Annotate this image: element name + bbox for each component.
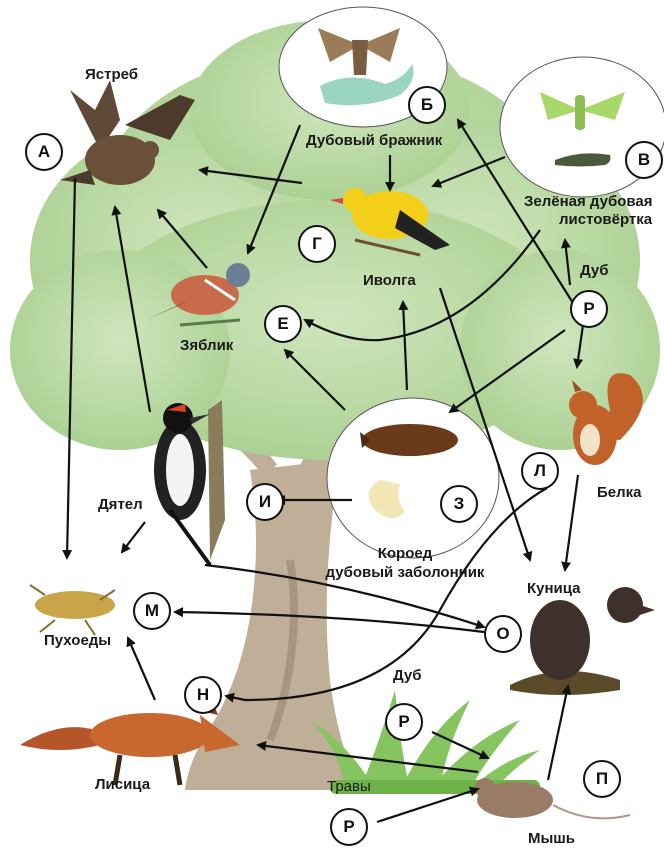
woodpecker-label: Дятел — [98, 496, 143, 513]
hawkmoth-label: Дубовый бражник — [306, 132, 442, 149]
leafroller-label-line1: Зелёная дубовая — [524, 193, 653, 210]
beetle-label-line1: Короед — [345, 545, 465, 562]
arrow-mouse-marten — [548, 686, 568, 780]
node-m: М — [133, 592, 171, 630]
finch-label: Зяблик — [180, 337, 233, 354]
node-z: З — [440, 485, 478, 523]
lice-label: Пухоеды — [44, 632, 111, 649]
oak-bottom-label: Дуб — [393, 667, 421, 684]
node-p: П — [583, 760, 621, 798]
woodpecker-icon — [154, 400, 225, 565]
arrow-fox-lice — [128, 638, 155, 700]
node-a: А — [25, 133, 63, 171]
hawk-label: Ястреб — [85, 66, 138, 83]
marten-label: Куница — [527, 580, 581, 597]
oriole-label: Иволга — [363, 272, 416, 289]
node-g: Г — [298, 225, 336, 263]
grass-label: Травы — [327, 778, 371, 795]
node-i: И — [246, 483, 284, 521]
lice-icon — [30, 585, 115, 635]
node-v: В — [625, 141, 663, 179]
node-o: О — [484, 615, 522, 653]
fox-label: Лисица — [95, 776, 150, 793]
mouse-label: Мышь — [528, 830, 575, 847]
node-n: Н — [184, 676, 222, 714]
beetle-oval — [327, 398, 499, 558]
squirrel-label: Белка — [597, 484, 642, 501]
arrow-squirrel-marten — [565, 475, 578, 570]
oak-top-label: Дуб — [580, 262, 608, 279]
arrow-woodpecker-lice — [122, 522, 145, 552]
node-r-middle: Р — [385, 703, 423, 741]
node-e: Е — [264, 305, 302, 343]
node-b: Б — [408, 86, 446, 124]
node-l: Л — [521, 452, 559, 490]
beetle-label-line2: дубовый заболонник — [325, 564, 485, 581]
marten-icon — [510, 587, 655, 695]
leafroller-label-line2: листовёртка — [559, 211, 652, 228]
node-r-bottom: Р — [330, 808, 368, 846]
node-r-top: Р — [570, 290, 608, 328]
